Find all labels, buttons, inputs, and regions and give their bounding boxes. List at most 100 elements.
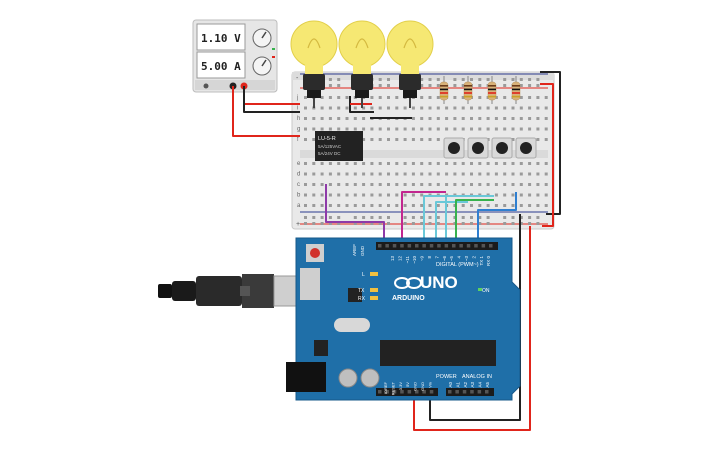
- voltage-display: 1.10 V: [201, 32, 241, 45]
- digital-pin-label: 13: [390, 256, 395, 262]
- led-label-l: L: [362, 272, 365, 278]
- push-buttons: [443, 137, 537, 159]
- push-button-3[interactable]: [491, 137, 513, 159]
- wire-purple-d13[interactable]: [325, 184, 385, 240]
- power-pin-label: 5V: [405, 382, 410, 387]
- digital-pin-label: RX 0: [486, 256, 491, 267]
- digital-pin-label: 12: [397, 256, 402, 262]
- digital-header[interactable]: [376, 242, 498, 250]
- wire-green-d6[interactable]: [455, 199, 494, 240]
- digital-pin-label: TX 1: [479, 256, 484, 266]
- on-led: [478, 288, 482, 291]
- digital-pin-label: ~5: [449, 256, 454, 262]
- arduino-board-name: UNO: [420, 273, 458, 292]
- digital-pin-label: 8: [427, 256, 432, 259]
- wire-blue-d3[interactable]: [477, 192, 517, 240]
- wire-magenta-d11[interactable]: [401, 191, 446, 240]
- light-bulb-1[interactable]: [290, 20, 338, 108]
- usb-cable[interactable]: [158, 274, 305, 308]
- dc-power-jack: [286, 362, 326, 392]
- row-letter-bottom: e: [297, 161, 301, 167]
- row-letter-bottom: b: [297, 193, 301, 199]
- led-tx: [370, 288, 378, 292]
- rail-plus-label: +: [296, 221, 300, 228]
- atmega-chip: [380, 340, 496, 366]
- power-pin-label: GND: [413, 382, 418, 391]
- led-rx: [370, 296, 378, 300]
- analog-pin-label: A5: [485, 382, 490, 388]
- analog-pin-label: A3: [470, 382, 475, 388]
- aref-label: AREF: [352, 244, 357, 256]
- capacitor-1: [338, 368, 358, 388]
- resistors: [439, 76, 521, 104]
- power-pin-label: IOREF: [383, 381, 388, 394]
- relay-spec-2: 5A/24V DC: [318, 151, 341, 156]
- usb-chip: [348, 288, 362, 302]
- light-bulb-2[interactable]: [338, 20, 386, 108]
- digital-pin-label: ~11: [405, 256, 410, 264]
- analog-header[interactable]: [446, 388, 494, 396]
- wires: [232, 71, 561, 431]
- row-letter-bottom: a: [297, 203, 301, 209]
- voltage-regulator: [314, 340, 328, 356]
- power-pin-label: 3.3V: [398, 382, 403, 391]
- relay[interactable]: LU-5-R 5A/125VAC 5A/24V DC: [315, 131, 363, 161]
- digital-pin-label: ~10: [412, 256, 417, 264]
- digital-pin-label: 2: [471, 256, 476, 259]
- digital-pin-label: ~9: [420, 256, 425, 262]
- resistor-1[interactable]: [439, 76, 449, 104]
- resistor-3[interactable]: [487, 76, 497, 104]
- wire-rail-red-right[interactable]: [540, 83, 554, 227]
- wire-cyan2-d7[interactable]: [445, 195, 494, 240]
- digital-pin-label: 4: [457, 256, 462, 259]
- row-letter-top: f: [297, 137, 299, 143]
- usb-icon: [240, 286, 250, 296]
- usb-jack: [300, 268, 320, 300]
- wire-bulb2-jumper[interactable]: [349, 96, 374, 113]
- power-pin-label: GND: [420, 382, 425, 391]
- power-header[interactable]: [376, 388, 438, 396]
- arduino-uno[interactable]: L TX RX UNO ARDUINO DIGITAL (PWM~) ON PO…: [286, 237, 521, 401]
- center-channel: [300, 150, 548, 158]
- wire-5v-to-arduino[interactable]: [413, 226, 531, 431]
- wire-cyan3-d9[interactable]: [435, 201, 468, 240]
- row-letter-bottom: d: [297, 172, 300, 178]
- power-pin-label: RESET: [390, 381, 395, 395]
- analog-pin-label: A2: [463, 382, 468, 388]
- capacitor-2: [360, 368, 380, 388]
- light-bulb-3[interactable]: [386, 20, 434, 108]
- ground-terminal[interactable]: [203, 83, 209, 89]
- power-header-label: POWER: [436, 374, 457, 380]
- led-label-tx: TX: [358, 288, 365, 294]
- row-letter-top: i: [297, 106, 298, 112]
- gnd-label: GND: [360, 245, 365, 256]
- resistor-4[interactable]: [511, 76, 521, 104]
- push-button-1[interactable]: [443, 137, 465, 159]
- breadboard-holes: [304, 78, 548, 225]
- wire-supply-to-breadboard[interactable]: [232, 86, 300, 137]
- digital-pin-label: 7: [434, 256, 439, 259]
- digital-header-label: DIGITAL (PWM~): [436, 262, 479, 268]
- digital-pin-label: ~3: [464, 256, 469, 262]
- row-letter-bottom: c: [297, 182, 300, 188]
- push-button-2[interactable]: [467, 137, 489, 159]
- resistor-2[interactable]: [463, 76, 473, 104]
- power-supply[interactable]: 1.10 V 5.00 A: [192, 19, 278, 93]
- current-display: 5.00 A: [201, 60, 241, 73]
- led-l: [370, 272, 378, 276]
- analog-pin-label: A4: [478, 382, 483, 388]
- push-button-4[interactable]: [515, 137, 537, 159]
- arduino-logo-icon: [394, 277, 422, 289]
- relay-spec-1: 5A/125VAC: [318, 144, 342, 149]
- wire-supply-negative[interactable]: [243, 86, 300, 113]
- analog-header-label: ANALOG IN: [462, 374, 492, 380]
- light-bulbs: [290, 20, 434, 108]
- crystal: [334, 318, 370, 332]
- relay-model: LU-5-R: [318, 136, 336, 142]
- power-pin-label: Vin: [427, 382, 432, 388]
- cc-indicator: [272, 56, 275, 58]
- row-letter-top: h: [297, 116, 300, 122]
